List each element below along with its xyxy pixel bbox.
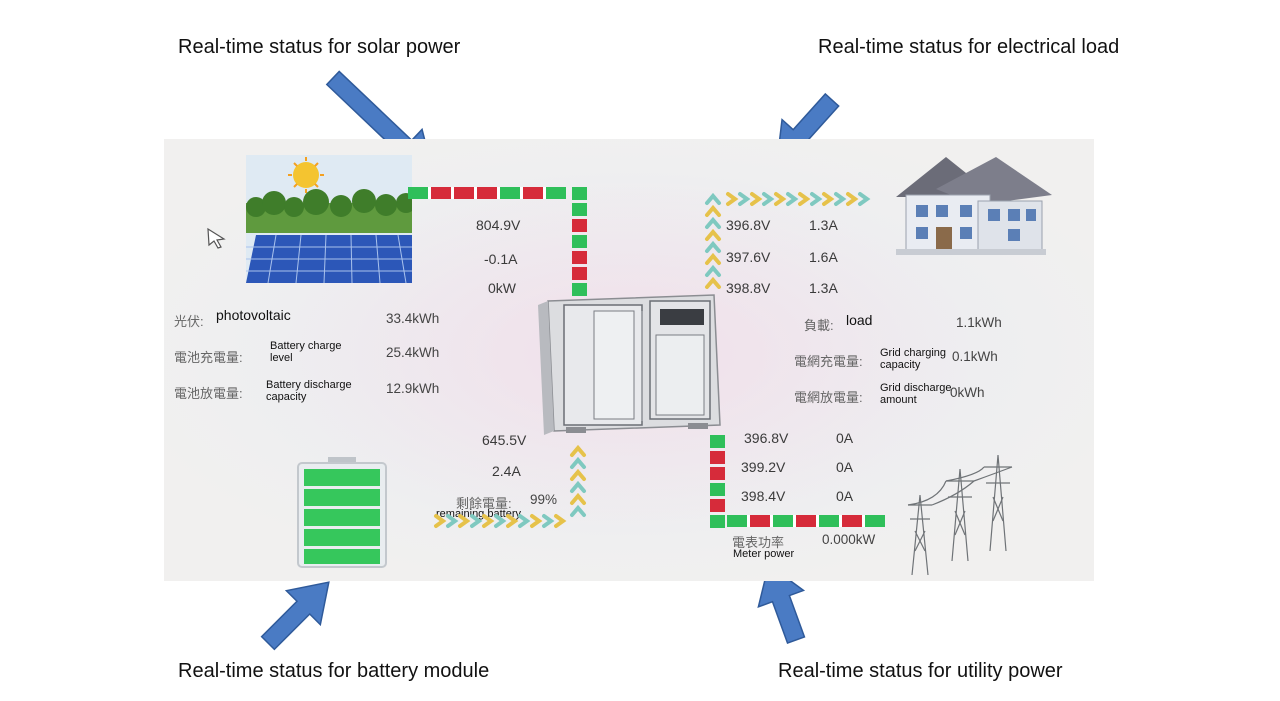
meter-power-label-cn: 電表功率 bbox=[732, 535, 785, 550]
load-label-en: load bbox=[846, 312, 873, 328]
callout-load: Real-time status for electrical load bbox=[818, 36, 1120, 58]
load-phase-3-voltage: 398.8V bbox=[726, 280, 771, 296]
battery-module-icon bbox=[297, 457, 387, 568]
battery-discharge-label-en: Battery discharge capacity bbox=[266, 379, 352, 403]
photovoltaic-value: 33.4kWh bbox=[386, 311, 440, 326]
remaining-battery-label-cn: 剩餘電量: bbox=[456, 496, 512, 511]
load-phase-3-current: 1.3A bbox=[809, 280, 838, 296]
callout-utility: Real-time status for utility power bbox=[778, 660, 1063, 682]
battery-charge-label-cn: 電池充電量: bbox=[174, 350, 243, 365]
grid-discharge-label-cn: 電網放電量: bbox=[794, 390, 863, 405]
grid-charge-label-en: Grid charging capacity bbox=[880, 347, 947, 371]
grid-charge-value: 0.1kWh bbox=[952, 349, 998, 364]
battery-charge-label-en: Battery charge level bbox=[270, 340, 342, 364]
load-phase-2-current: 1.6A bbox=[809, 249, 838, 265]
solar-voltage: 804.9V bbox=[476, 217, 521, 233]
grid-flow-horizontal bbox=[727, 515, 885, 527]
load-label-cn: 負載: bbox=[804, 318, 834, 333]
grid-phase-1-current: 0A bbox=[836, 430, 854, 446]
load-value: 1.1kWh bbox=[956, 315, 1002, 330]
house-icon bbox=[896, 157, 1052, 255]
grid-phase-3-current: 0A bbox=[836, 488, 854, 504]
photovoltaic-label-en: photovoltaic bbox=[216, 307, 291, 323]
solar-flow-vertical bbox=[572, 187, 587, 296]
grid-discharge-label-en: Grid discharge amount bbox=[880, 382, 952, 406]
battery-voltage: 645.5V bbox=[482, 432, 527, 448]
mouse-cursor-icon bbox=[207, 227, 226, 249]
solar-power: 0kW bbox=[488, 280, 516, 296]
battery-current: 2.4A bbox=[492, 463, 521, 479]
load-phase-1-voltage: 396.8V bbox=[726, 217, 771, 233]
grid-flow-vertical bbox=[710, 435, 725, 528]
power-tower-icon bbox=[907, 454, 1013, 576]
battery-flow-chevrons-horizontal bbox=[434, 514, 567, 528]
remaining-battery-value: 99% bbox=[530, 492, 558, 507]
battery-discharge-label-cn: 電池放電量: bbox=[174, 386, 243, 401]
grid-charge-label-cn: 電網充電量: bbox=[794, 354, 863, 369]
battery-discharge-value: 12.9kWh bbox=[386, 381, 440, 396]
grid-discharge-value: 0kWh bbox=[950, 385, 985, 400]
load-flow-chevrons-horizontal bbox=[726, 192, 871, 206]
grid-phase-1-voltage: 396.8V bbox=[744, 430, 789, 446]
load-flow-chevrons-vertical bbox=[705, 192, 721, 289]
photovoltaic-label-cn: 光伏: bbox=[174, 314, 204, 329]
meter-power-label-en: Meter power bbox=[733, 548, 795, 560]
grid-phase-3-voltage: 398.4V bbox=[741, 488, 786, 504]
meter-power-value: 0.000kW bbox=[822, 532, 876, 547]
callout-solar: Real-time status for solar power bbox=[178, 36, 461, 58]
grid-phase-2-voltage: 399.2V bbox=[741, 459, 786, 475]
battery-charge-value: 25.4kWh bbox=[386, 345, 440, 360]
load-phase-1-current: 1.3A bbox=[809, 217, 838, 233]
solar-flow-horizontal bbox=[408, 187, 566, 199]
grid-phase-2-current: 0A bbox=[836, 459, 854, 475]
battery-flow-chevrons-vertical bbox=[570, 444, 586, 517]
solar-current: -0.1A bbox=[484, 251, 518, 267]
callout-battery: Real-time status for battery module bbox=[178, 660, 490, 682]
load-phase-2-voltage: 397.6V bbox=[726, 249, 771, 265]
inverter-cabinet-icon bbox=[538, 294, 721, 435]
solar-panel-icon bbox=[246, 155, 412, 283]
monitor-panel: 804.9V -0.1A 0kW 光伏: photovoltaic 33.4kW… bbox=[164, 139, 1094, 581]
